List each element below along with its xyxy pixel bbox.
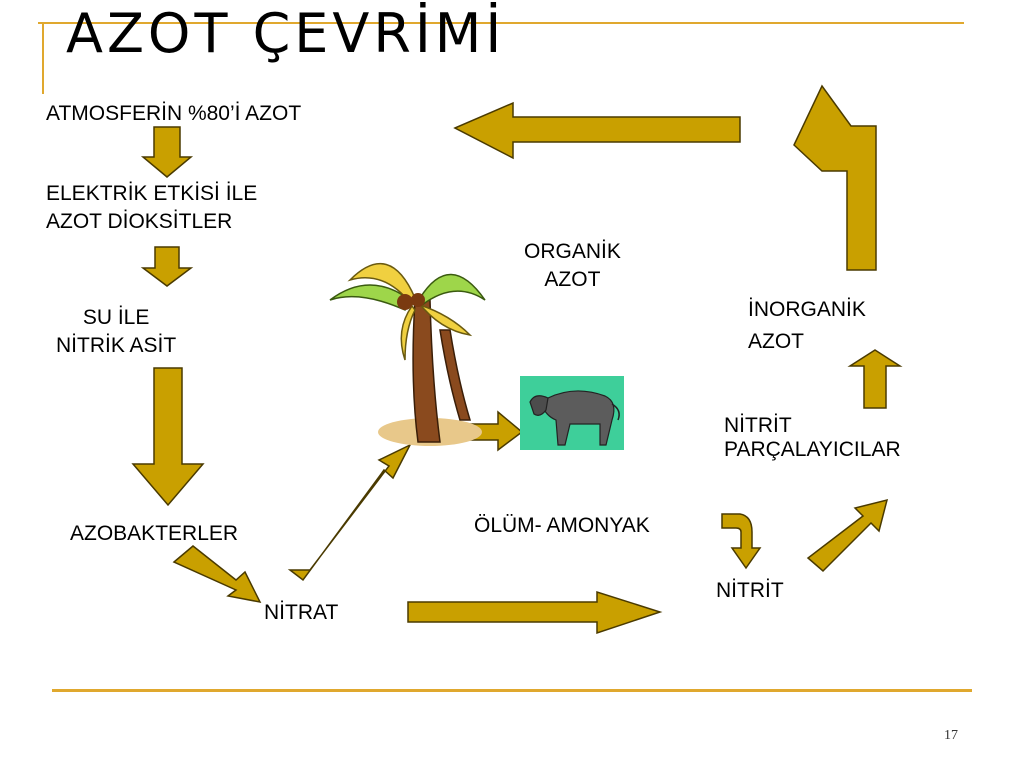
palm-tree-image <box>329 263 486 446</box>
arrow-down-electric <box>140 126 194 178</box>
arrow-nitrite-to-decomposers <box>806 498 889 573</box>
label-organic-nitrogen: ORGANİK AZOT <box>524 238 621 294</box>
label-nitrate: NİTRAT <box>264 601 339 624</box>
arrow-nitrate-to-nitrite <box>407 590 663 635</box>
frame-bottom-line <box>52 689 972 692</box>
label-organic-line2: AZOT <box>544 268 601 291</box>
arrow-up-to-atmosphere <box>793 84 877 271</box>
label-death-ammonia: ÖLÜM- AMONYAK <box>474 514 650 537</box>
frame-top-line <box>38 22 964 24</box>
arrow-nitrate-to-tree <box>287 443 412 582</box>
label-nitric-line1: SU İLE <box>82 306 150 329</box>
label-electric-line2: AZOT DİOKSİTLER <box>46 210 233 233</box>
label-nitrite: NİTRİT <box>716 579 784 602</box>
label-inorganic-nitrogen: İNORGANİK AZOT <box>748 294 866 358</box>
label-nitric-acid: SU İLE NİTRİK ASİT <box>56 304 176 360</box>
label-electric-effect: ELEKTRİK ETKİSİ İLE AZOT DİOKSİTLER <box>46 180 257 236</box>
arrow-azobacter-to-nitrate <box>172 545 262 604</box>
label-decomposer-line1: NİTRİT <box>724 414 792 437</box>
cow-image <box>520 376 624 450</box>
arrow-down-nitric <box>140 246 194 287</box>
label-nitric-line2: NİTRİK ASİT <box>56 334 177 357</box>
label-inorganic-line2: AZOT <box>748 330 804 353</box>
arrow-death-to-nitrite <box>721 513 762 570</box>
label-azobacter: AZOBAKTERLER <box>70 522 239 545</box>
label-electric-line1: ELEKTRİK ETKİSİ İLE <box>46 182 258 205</box>
label-inorganic-line1: İNORGANİK <box>748 298 866 321</box>
label-organic-line1: ORGANİK <box>524 240 621 263</box>
label-nitrite-decomposers: NİTRİT PARÇALAYICILAR <box>724 414 901 462</box>
label-decomposer-line2: PARÇALAYICILAR <box>724 438 901 461</box>
arrow-up-to-inorganic <box>847 349 903 409</box>
label-atmosphere: ATMOSFERİN %80’İ AZOT <box>46 102 302 125</box>
arrow-to-atmosphere <box>453 101 741 160</box>
frame-left-line <box>42 22 44 94</box>
slide-title: AZOT ÇEVRİMİ <box>66 2 506 65</box>
arrow-down-azobacter <box>131 367 205 507</box>
page-number: 17 <box>944 728 958 743</box>
